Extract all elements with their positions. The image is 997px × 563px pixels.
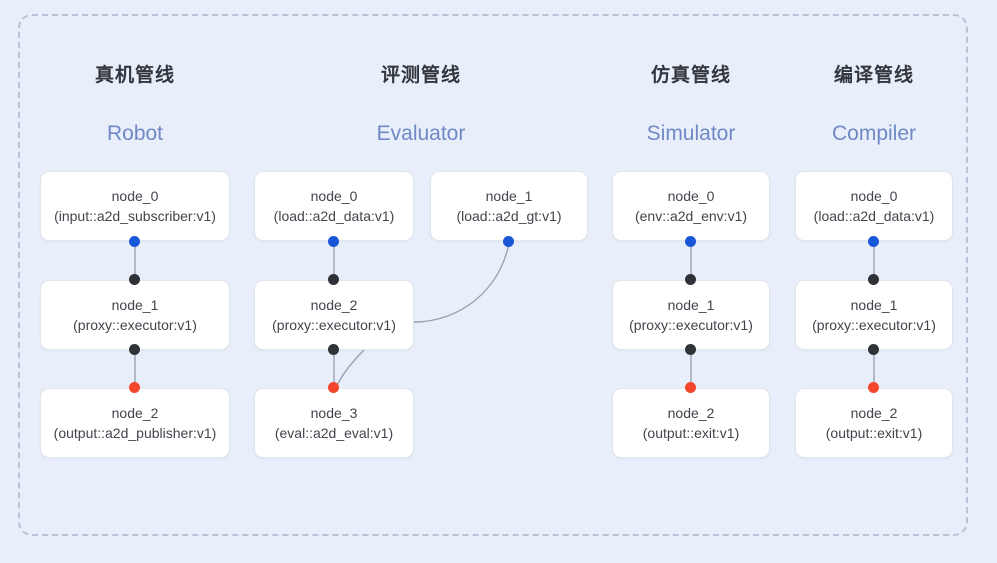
node-robot-0[interactable]: node_0 (input::a2d_subscriber:v1) [40, 171, 230, 241]
node-label-kind: (load::a2d_gt:v1) [456, 208, 562, 224]
node-label-kind: (load::a2d_data:v1) [813, 208, 935, 224]
column-title-en-evaluator: Evaluator [376, 122, 466, 145]
column-title-cn-compiler: 编译管线 [833, 65, 914, 86]
port-out-compiler-1[interactable] [868, 344, 879, 355]
node-evaluator-2[interactable]: node_2 (proxy::executor:v1) [254, 280, 414, 350]
node-compiler-2[interactable]: node_2 (output::exit:v1) [795, 388, 953, 458]
port-input-simulator-0[interactable] [685, 236, 696, 247]
port-out-simulator-1[interactable] [685, 344, 696, 355]
port-output-simulator-2[interactable] [685, 382, 696, 393]
node-label-kind: (proxy::executor:v1) [73, 317, 197, 333]
column-title-cn-robot: 真机管线 [94, 65, 175, 86]
port-input-evaluator-1-gt[interactable] [503, 236, 514, 247]
node-label-kind: (eval::a2d_eval:v1) [274, 425, 394, 441]
node-evaluator-1-gt[interactable]: node_1 (load::a2d_gt:v1) [430, 171, 588, 241]
node-simulator-0[interactable]: node_0 (env::a2d_env:v1) [612, 171, 770, 241]
port-input-robot-0[interactable] [129, 236, 140, 247]
node-label-kind: (output::exit:v1) [825, 425, 923, 441]
pipeline-column-evaluator: 评测管线 Evaluator [254, 0, 588, 563]
node-label-kind: (proxy::executor:v1) [812, 317, 936, 333]
node-evaluator-0[interactable]: node_0 (load::a2d_data:v1) [254, 171, 414, 241]
port-input-compiler-0[interactable] [868, 236, 879, 247]
node-label-name: node_3 [310, 405, 358, 421]
column-title-cn-simulator: 仿真管线 [650, 65, 731, 86]
node-label-name: node_0 [111, 188, 159, 204]
node-label-kind: (load::a2d_data:v1) [273, 208, 395, 224]
node-label-name: node_0 [310, 188, 358, 204]
node-label-name: node_2 [111, 405, 159, 421]
node-label-name: node_1 [485, 188, 533, 204]
node-robot-1[interactable]: node_1 (proxy::executor:v1) [40, 280, 230, 350]
node-label-kind: (env::a2d_env:v1) [634, 208, 748, 224]
pipeline-column-simulator: 仿真管线 Simulator [612, 0, 770, 563]
node-label-name: node_1 [667, 297, 715, 313]
pipeline-column-compiler: 编译管线 Compiler [795, 0, 953, 563]
pipeline-group-frame [18, 14, 968, 536]
node-robot-2[interactable]: node_2 (output::a2d_publisher:v1) [40, 388, 230, 458]
node-label-kind: (proxy::executor:v1) [629, 317, 753, 333]
node-label-name: node_1 [111, 297, 159, 313]
node-compiler-1[interactable]: node_1 (proxy::executor:v1) [795, 280, 953, 350]
node-simulator-2[interactable]: node_2 (output::exit:v1) [612, 388, 770, 458]
port-output-evaluator-3[interactable] [328, 382, 339, 393]
node-label-name: node_2 [667, 405, 715, 421]
node-label-name: node_0 [667, 188, 715, 204]
port-in-robot-1[interactable] [129, 274, 140, 285]
port-out-evaluator-2[interactable] [328, 344, 339, 355]
node-label-kind: (input::a2d_subscriber:v1) [54, 208, 216, 224]
node-label-kind: (proxy::executor:v1) [272, 317, 396, 333]
column-title-en-compiler: Compiler [831, 122, 917, 145]
port-output-compiler-2[interactable] [868, 382, 879, 393]
node-evaluator-3[interactable]: node_3 (eval::a2d_eval:v1) [254, 388, 414, 458]
node-label-name: node_2 [310, 297, 358, 313]
node-label-kind: (output::exit:v1) [642, 425, 740, 441]
port-out-robot-1[interactable] [129, 344, 140, 355]
column-title-en-simulator: Simulator [646, 122, 736, 145]
port-output-robot-2[interactable] [129, 382, 140, 393]
node-label-name: node_2 [850, 405, 898, 421]
node-simulator-1[interactable]: node_1 (proxy::executor:v1) [612, 280, 770, 350]
node-label-kind: (output::a2d_publisher:v1) [53, 425, 217, 441]
column-title-cn-evaluator: 评测管线 [380, 65, 461, 86]
node-compiler-0[interactable]: node_0 (load::a2d_data:v1) [795, 171, 953, 241]
port-in-simulator-1[interactable] [685, 274, 696, 285]
port-in-evaluator-2[interactable] [328, 274, 339, 285]
node-label-name: node_0 [850, 188, 898, 204]
column-title-en-robot: Robot [106, 122, 164, 145]
port-in-compiler-1[interactable] [868, 274, 879, 285]
node-label-name: node_1 [850, 297, 898, 313]
port-input-evaluator-0[interactable] [328, 236, 339, 247]
pipeline-column-robot: 真机管线 Robot [40, 0, 230, 563]
